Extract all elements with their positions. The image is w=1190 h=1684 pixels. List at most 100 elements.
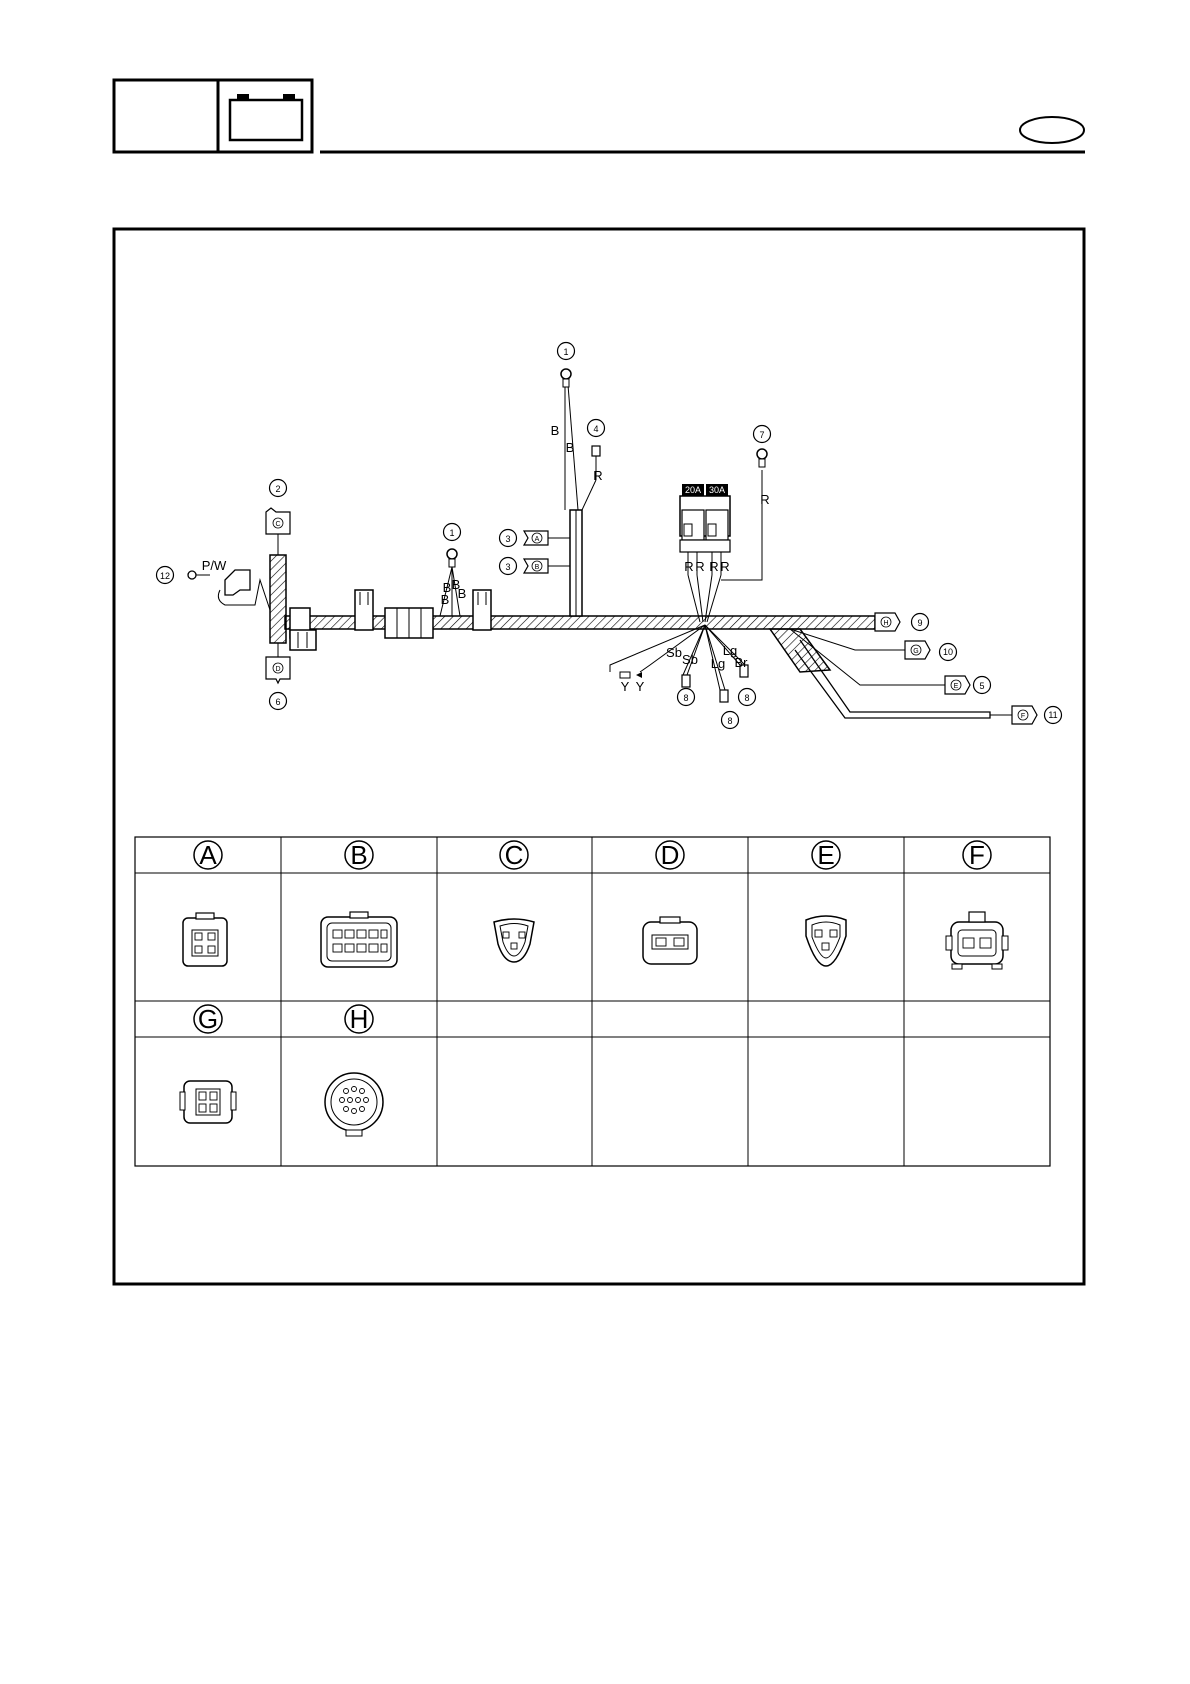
svg-text:F: F bbox=[969, 840, 985, 870]
wire-label-r-f4: R bbox=[720, 559, 729, 574]
terminal-12 bbox=[188, 570, 270, 610]
tag-f-letter: F bbox=[1021, 713, 1025, 720]
connector-h-icon bbox=[325, 1073, 383, 1136]
tag-a-letter: A bbox=[535, 536, 540, 543]
callout-4: 4 bbox=[588, 420, 605, 437]
callout-1-top: 1 bbox=[558, 343, 575, 360]
callout-9: 9 bbox=[912, 614, 929, 631]
wire-label-sb-1: Sb bbox=[666, 645, 682, 660]
table-header-g: G bbox=[194, 1004, 222, 1034]
tag-h-diagram: H bbox=[875, 613, 900, 631]
wire-label-r-4: R bbox=[593, 468, 602, 483]
tag-b-diagram: B bbox=[524, 559, 548, 573]
svg-text:4: 4 bbox=[593, 424, 598, 434]
svg-text:5: 5 bbox=[979, 681, 984, 691]
svg-text:11: 11 bbox=[1048, 710, 1057, 720]
wire-label-y-2: Y bbox=[636, 679, 645, 694]
trunk-connector-2 bbox=[355, 590, 373, 630]
connector-g-icon bbox=[180, 1081, 236, 1123]
callout-3-b: 3 bbox=[500, 558, 517, 575]
table-header-b: B bbox=[345, 840, 373, 870]
svg-text:E: E bbox=[817, 840, 834, 870]
svg-text:A: A bbox=[199, 840, 217, 870]
callout-10: 10 bbox=[940, 644, 957, 661]
tag-b-letter: B bbox=[535, 564, 540, 571]
svg-text:C: C bbox=[505, 840, 524, 870]
wire-label-r-f3: R bbox=[709, 559, 718, 574]
tag-a-diagram: A bbox=[524, 531, 548, 545]
tag-g-letter: G bbox=[913, 648, 918, 655]
battery-icon bbox=[230, 94, 302, 140]
tag-g-diagram: G bbox=[905, 641, 930, 659]
callout-3-a: 3 bbox=[500, 530, 517, 547]
tag-e-letter: E bbox=[954, 683, 959, 690]
callout-8-right: 8 bbox=[739, 689, 756, 706]
wire-label-b-1: B bbox=[551, 423, 560, 438]
svg-text:3: 3 bbox=[505, 534, 510, 544]
harness-left-branch bbox=[270, 555, 286, 643]
trunk-connector-3 bbox=[473, 590, 491, 630]
svg-text:12: 12 bbox=[160, 571, 170, 581]
callout-11: 11 bbox=[1045, 707, 1062, 724]
tag-c-letter: C bbox=[275, 521, 280, 528]
connector-table: A B C D E F G H bbox=[135, 837, 1050, 1166]
callout-1-mid: 1 bbox=[444, 524, 461, 541]
fuse-2-label: 30A bbox=[709, 485, 725, 495]
callout-6: 6 bbox=[270, 693, 287, 710]
fuse-1-label: 20A bbox=[685, 485, 701, 495]
ring-terminal-1-top bbox=[561, 369, 571, 387]
tag-f-diagram: F bbox=[1012, 706, 1037, 724]
language-badge bbox=[1020, 117, 1084, 143]
svg-text:D: D bbox=[661, 840, 680, 870]
svg-text:8: 8 bbox=[683, 693, 688, 703]
wire-label-r-f2: R bbox=[695, 559, 704, 574]
main-frame bbox=[114, 229, 1084, 1284]
wire-label-r-7: R bbox=[760, 492, 769, 507]
harness-right-branch bbox=[770, 629, 830, 672]
callout-12: 12 bbox=[157, 567, 174, 584]
table-header-d: D bbox=[656, 840, 684, 870]
svg-text:9: 9 bbox=[917, 618, 922, 628]
wire-label-lg-2: Lg bbox=[711, 656, 725, 671]
svg-text:1: 1 bbox=[563, 347, 568, 357]
wire-label-br: Br bbox=[735, 655, 749, 670]
ring-terminal-7 bbox=[757, 449, 767, 467]
wire-label-r-f1: R bbox=[684, 559, 693, 574]
connector-a-icon bbox=[183, 913, 227, 966]
page-header bbox=[114, 80, 1085, 152]
terminal-8-bottom bbox=[720, 690, 728, 702]
connector-c-icon bbox=[494, 919, 534, 962]
svg-text:8: 8 bbox=[744, 693, 749, 703]
callout-5: 5 bbox=[974, 677, 991, 694]
svg-text:G: G bbox=[198, 1004, 218, 1034]
svg-text:6: 6 bbox=[275, 697, 280, 707]
wire-label-y-1: Y bbox=[621, 679, 630, 694]
callout-2: 2 bbox=[270, 480, 287, 497]
callout-8-left: 8 bbox=[678, 689, 695, 706]
y-connectors bbox=[620, 672, 642, 678]
svg-text:B: B bbox=[350, 840, 367, 870]
tag-d-diagram: D bbox=[266, 657, 290, 683]
wire-label-sb-2: Sb bbox=[682, 652, 698, 667]
svg-text:H: H bbox=[350, 1004, 369, 1034]
svg-text:1: 1 bbox=[449, 528, 454, 538]
svg-text:3: 3 bbox=[505, 562, 510, 572]
tag-d-letter: D bbox=[275, 666, 280, 673]
table-header-e: E bbox=[812, 840, 840, 870]
terminal-8-left bbox=[682, 675, 690, 687]
connector-b-icon bbox=[321, 912, 397, 967]
connector-d-icon bbox=[643, 917, 697, 964]
tag-e-diagram: E bbox=[945, 676, 970, 694]
connector-e-icon bbox=[806, 916, 846, 966]
callout-7: 7 bbox=[754, 426, 771, 443]
tag-c-diagram: C bbox=[266, 508, 290, 534]
wire-label-b-5: B bbox=[441, 592, 450, 607]
table-header-c: C bbox=[500, 840, 528, 870]
wire-label-pw: P/W bbox=[202, 558, 227, 573]
tag-h-letter: H bbox=[883, 620, 888, 627]
table-header-f: F bbox=[963, 840, 991, 870]
svg-text:8: 8 bbox=[727, 716, 732, 726]
wire-label-b-6: B bbox=[458, 586, 467, 601]
wire-label-b-2: B bbox=[566, 440, 575, 455]
